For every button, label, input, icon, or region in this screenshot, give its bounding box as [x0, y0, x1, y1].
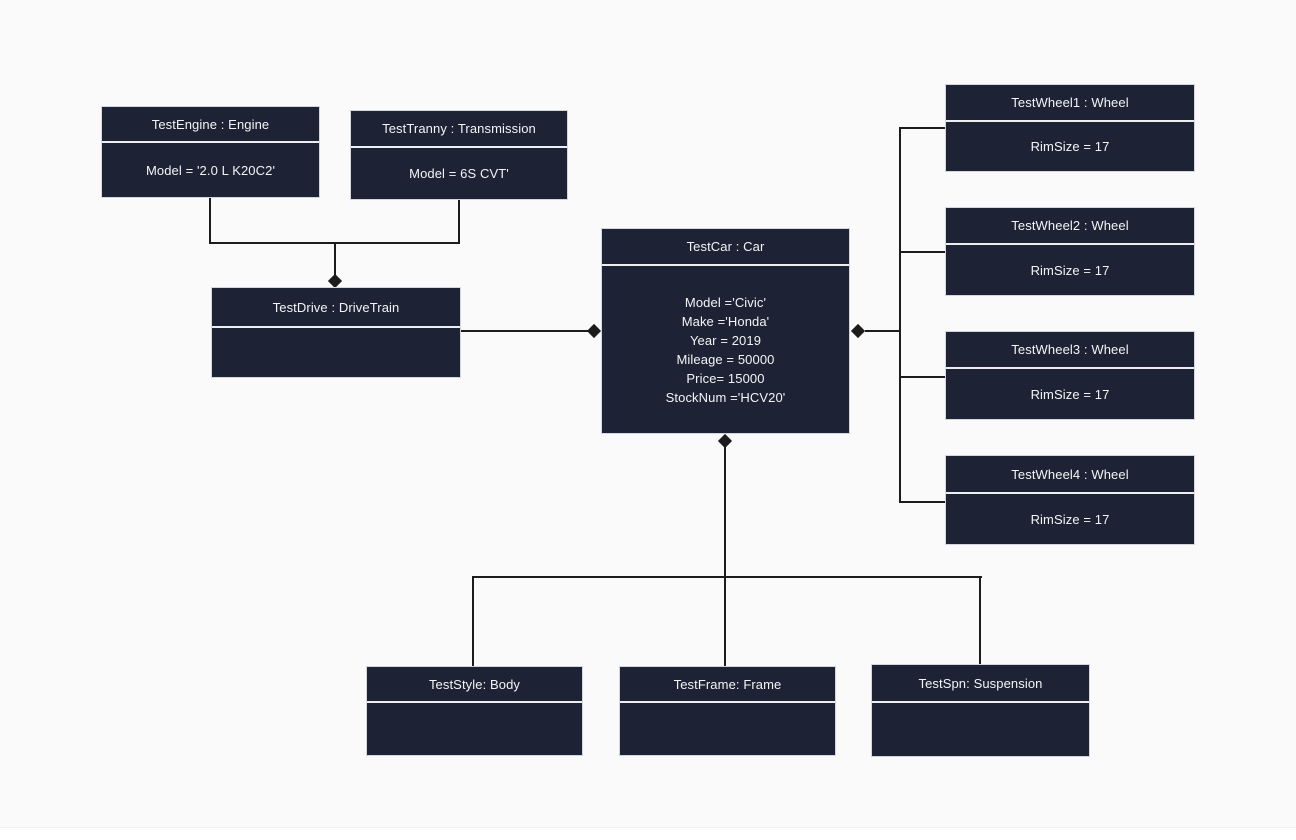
- object-node-title: TestTranny : Transmission: [351, 111, 567, 148]
- object-node-title: TestWheel1 : Wheel: [946, 85, 1194, 122]
- edge-line-wheel-trunk: [899, 127, 901, 503]
- object-node-testwheel1[interactable]: TestWheel1 : Wheel RimSize = 17: [945, 84, 1195, 172]
- object-node-attributes: RimSize = 17: [946, 245, 1194, 295]
- attribute-line: Model = '2.0 L K20C2': [145, 162, 276, 178]
- edge-line-wheel4-stub: [901, 501, 945, 503]
- object-node-teststyle[interactable]: TestStyle: Body: [366, 666, 583, 756]
- object-node-testwheel4[interactable]: TestWheel4 : Wheel RimSize = 17: [945, 455, 1195, 545]
- object-node-title: TestStyle: Body: [367, 667, 582, 703]
- edge-line-car-down: [724, 447, 726, 578]
- object-node-title: TestFrame: Frame: [620, 667, 835, 703]
- edge-line-drivetrain-to-car: [461, 330, 589, 332]
- edge-line-wheel2-stub: [901, 251, 945, 253]
- object-node-title: TestDrive : DriveTrain: [212, 288, 460, 328]
- object-node-attributes: [620, 703, 835, 755]
- object-node-attributes: RimSize = 17: [946, 494, 1194, 544]
- object-node-attributes: [367, 703, 582, 755]
- object-node-testengine[interactable]: TestEngine : Engine Model = '2.0 L K20C2…: [101, 106, 320, 198]
- attribute-line: Model ='Civic': [684, 294, 767, 310]
- object-node-title: TestWheel4 : Wheel: [946, 456, 1194, 494]
- edge-line-to-suspension: [979, 576, 981, 665]
- object-node-testdrive[interactable]: TestDrive : DriveTrain: [211, 287, 461, 378]
- edge-line-bottom-horizontal: [472, 576, 982, 578]
- edge-line-to-frame: [724, 576, 726, 666]
- attribute-line: RimSize = 17: [1030, 511, 1110, 527]
- composition-diamond-icon: [850, 323, 866, 339]
- attribute-line: Make ='Honda': [681, 313, 770, 329]
- object-node-attributes: [872, 703, 1089, 756]
- object-node-attributes: [212, 328, 460, 377]
- object-node-testtranny[interactable]: TestTranny : Transmission Model = 6S CVT…: [350, 110, 568, 200]
- attribute-line: Mileage = 50000: [676, 351, 775, 367]
- edge-line-car-to-wheels: [865, 330, 901, 332]
- object-node-testspn[interactable]: TestSpn: Suspension: [871, 664, 1090, 757]
- object-node-attributes: RimSize = 17: [946, 369, 1194, 419]
- attribute-line: Price= 15000: [686, 370, 765, 386]
- attribute-line: RimSize = 17: [1030, 262, 1110, 278]
- edge-line-tranny-down: [458, 199, 460, 244]
- object-node-title: TestEngine : Engine: [102, 107, 319, 143]
- edge-line-to-body: [472, 576, 474, 666]
- object-node-attributes: Model = 6S CVT': [351, 148, 567, 199]
- composition-diamond-icon: [586, 323, 602, 339]
- composition-diamond-icon: [327, 273, 343, 289]
- edge-line-engine-down: [209, 198, 211, 244]
- attribute-line: RimSize = 17: [1030, 386, 1110, 402]
- object-node-title: TestWheel2 : Wheel: [946, 208, 1194, 245]
- object-node-title: TestSpn: Suspension: [872, 665, 1089, 703]
- object-node-testwheel2[interactable]: TestWheel2 : Wheel RimSize = 17: [945, 207, 1195, 296]
- attribute-line: StockNum ='HCV20': [665, 389, 786, 405]
- edge-line-wheel1-stub: [901, 127, 945, 129]
- object-node-testwheel3[interactable]: TestWheel3 : Wheel RimSize = 17: [945, 331, 1195, 420]
- attribute-line: Model = 6S CVT': [409, 166, 509, 181]
- object-node-attributes: Model ='Civic' Make ='Honda' Year = 2019…: [602, 266, 849, 433]
- object-node-title: TestWheel3 : Wheel: [946, 332, 1194, 369]
- edge-line-to-drivetrain: [334, 242, 336, 276]
- object-node-testcar[interactable]: TestCar : Car Model ='Civic' Make ='Hond…: [601, 228, 850, 434]
- object-node-attributes: RimSize = 17: [946, 122, 1194, 171]
- object-node-attributes: Model = '2.0 L K20C2': [102, 143, 319, 197]
- edge-line-wheel3-stub: [901, 376, 945, 378]
- attribute-line: RimSize = 17: [1030, 139, 1110, 154]
- composition-diamond-icon: [717, 433, 733, 449]
- attribute-line: Year = 2019: [689, 332, 762, 348]
- object-node-testframe[interactable]: TestFrame: Frame: [619, 666, 836, 756]
- object-node-title: TestCar : Car: [602, 229, 849, 266]
